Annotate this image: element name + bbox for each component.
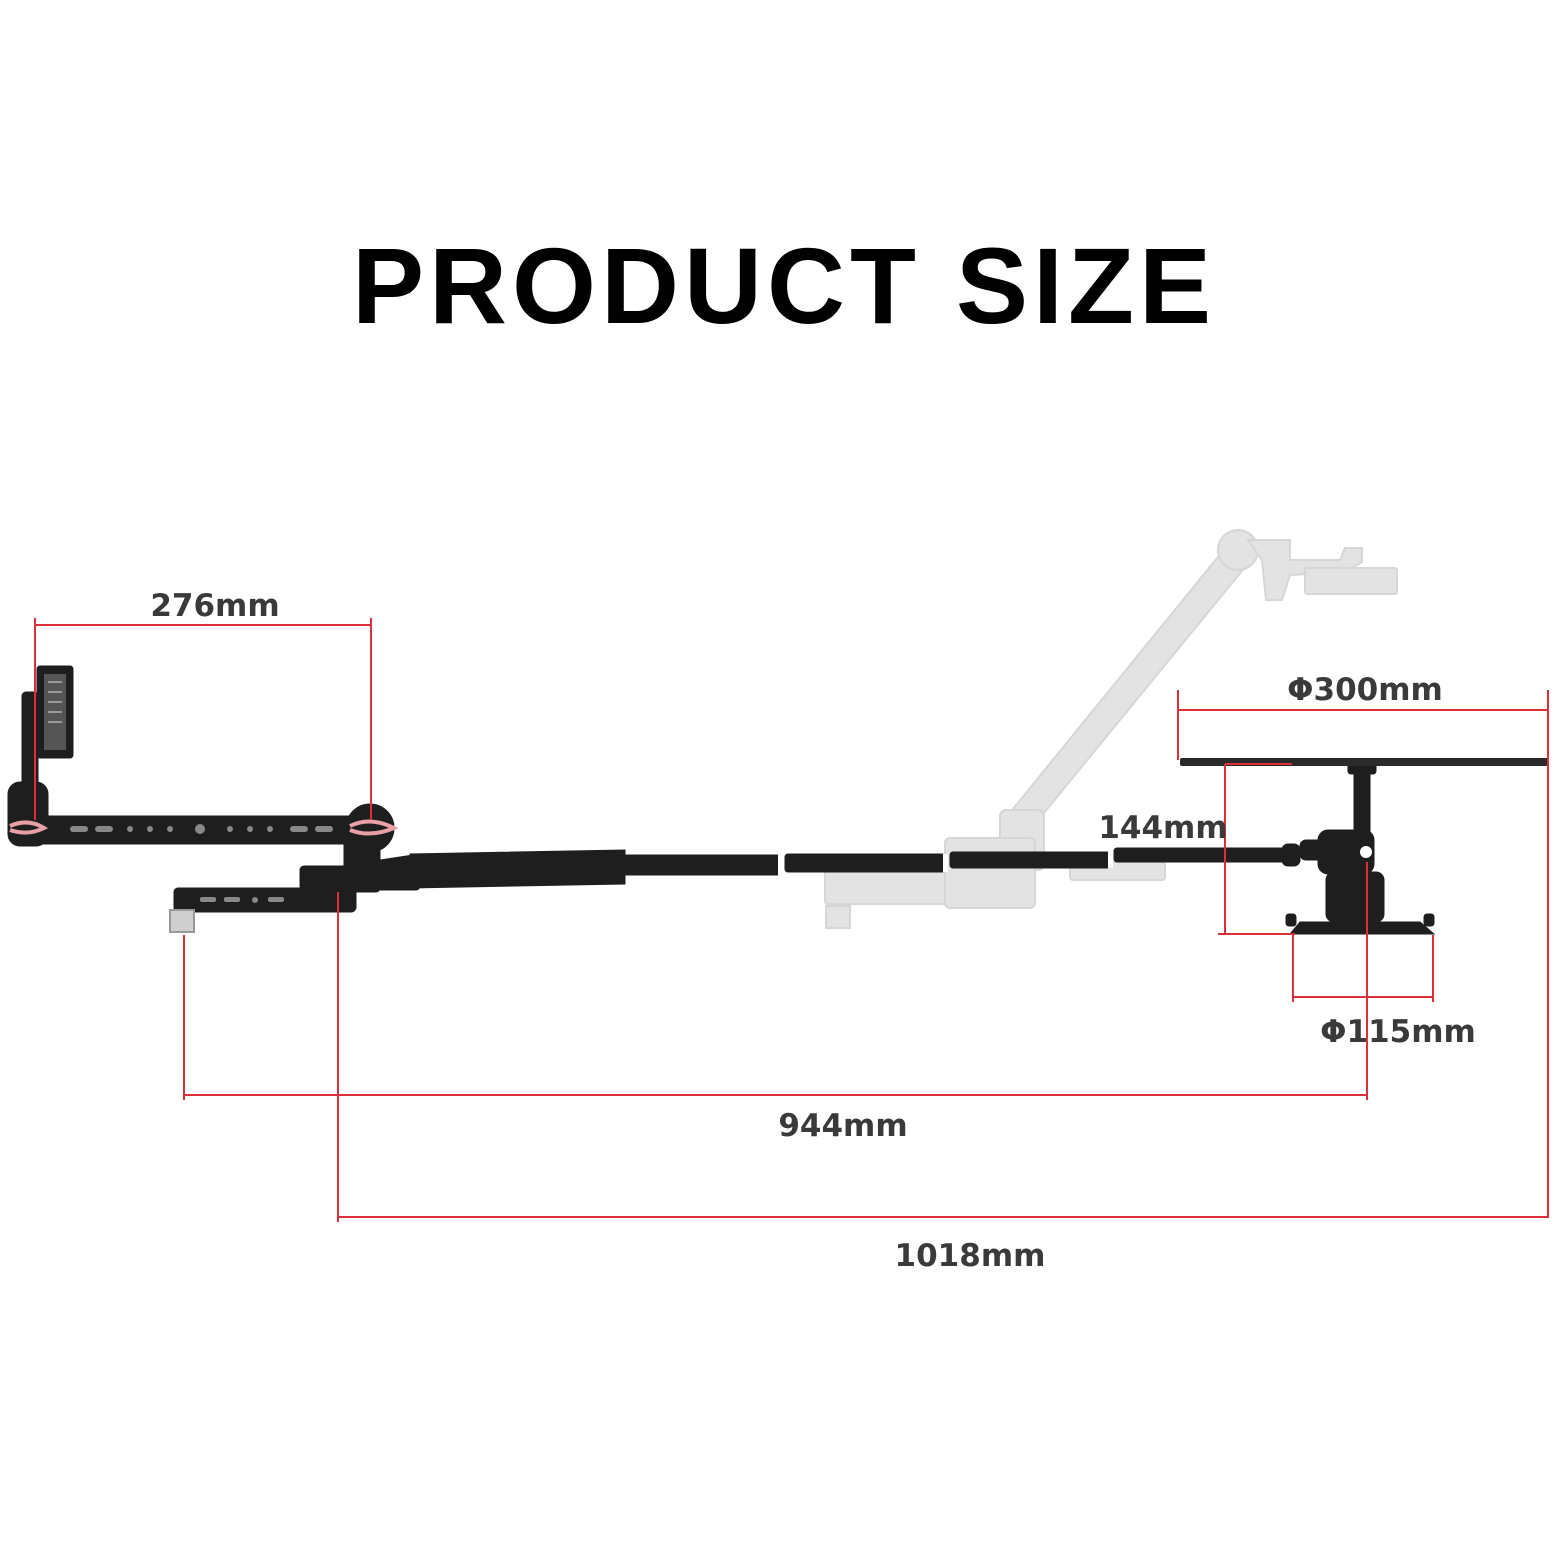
dim-label-suction-height: 144mm	[1098, 810, 1227, 846]
lower-arm	[169, 865, 421, 933]
mount-product	[7, 665, 1548, 935]
telescopic-pole	[379, 843, 1301, 889]
knob-accents	[9, 819, 399, 836]
dim-label-phone-arm-width: 276mm	[150, 588, 279, 624]
dim-label-suction-cup-small: Φ115mm	[1320, 1014, 1476, 1050]
dim-label-suction-cup-large: Φ300mm	[1287, 672, 1443, 708]
ghost-arm-position	[824, 529, 1398, 929]
dim-label-reach-long: 1018mm	[895, 1238, 1046, 1274]
dimension-lines	[34, 618, 1549, 1222]
suction-mount	[1285, 761, 1436, 935]
dim-label-reach-short: 944mm	[778, 1108, 907, 1144]
page-title: PRODUCT SIZE	[351, 225, 1217, 346]
